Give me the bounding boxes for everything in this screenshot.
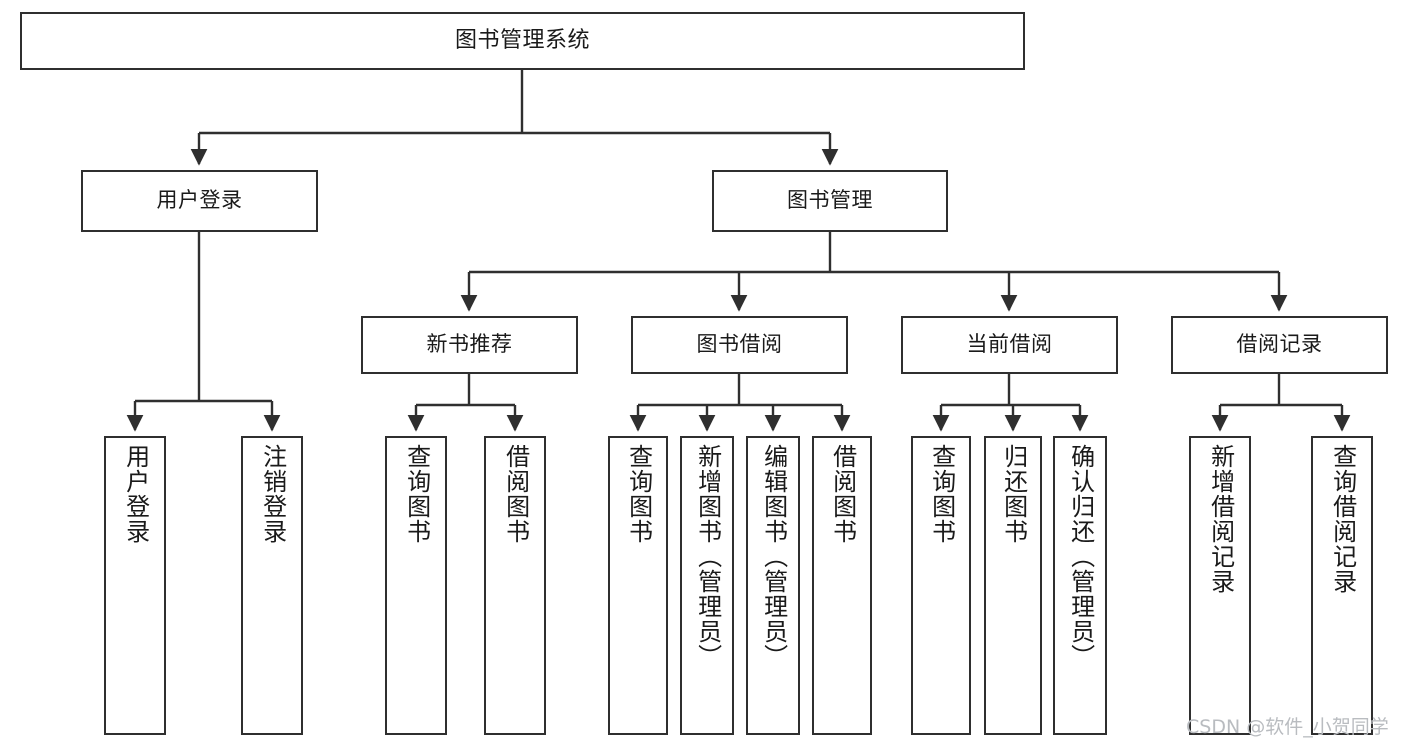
node-leaf-label: 查询图书: [402, 444, 431, 544]
node-leaf-label: 新增借阅记录: [1206, 444, 1235, 594]
node-leaf-query-book-newbook[interactable]: 查询图书: [385, 436, 447, 735]
node-leaf-label: 查询图书: [927, 444, 956, 544]
node-leaf-add-book-admin[interactable]: 新增图书（管理员）: [680, 436, 734, 735]
node-leaf-label: 新增图书（管理员）: [693, 444, 722, 669]
node-borrow-record-label: 借阅记录: [1236, 332, 1323, 357]
node-leaf-borrow-book-borrow[interactable]: 借阅图书: [812, 436, 872, 735]
node-new-book-recommend[interactable]: 新书推荐: [361, 316, 578, 374]
node-user-login-label: 用户登录: [156, 188, 243, 213]
node-user-login[interactable]: 用户登录: [81, 170, 318, 232]
node-leaf-label: 借阅图书: [501, 444, 530, 544]
node-leaf-query-book-borrow[interactable]: 查询图书: [608, 436, 668, 735]
node-leaf-label: 编辑图书（管理员）: [759, 444, 788, 669]
node-leaf-label: 注销登录: [258, 444, 287, 544]
node-leaf-return-book[interactable]: 归还图书: [984, 436, 1042, 735]
node-leaf-user-login[interactable]: 用户登录: [104, 436, 166, 735]
node-leaf-add-borrow-record[interactable]: 新增借阅记录: [1189, 436, 1251, 735]
node-leaf-label: 查询借阅记录: [1328, 444, 1357, 594]
node-root-label: 图书管理系统: [454, 27, 590, 53]
node-leaf-confirm-return-admin[interactable]: 确认归还（管理员）: [1053, 436, 1107, 735]
node-leaf-label: 借阅图书: [828, 444, 857, 544]
node-book-borrow[interactable]: 图书借阅: [631, 316, 848, 374]
node-leaf-borrow-book-newbook[interactable]: 借阅图书: [484, 436, 546, 735]
node-leaf-label: 查询图书: [624, 444, 653, 544]
node-root[interactable]: 图书管理系统: [20, 12, 1025, 70]
node-leaf-query-borrow-record[interactable]: 查询借阅记录: [1311, 436, 1373, 735]
node-leaf-logout[interactable]: 注销登录: [241, 436, 303, 735]
node-leaf-query-book-current[interactable]: 查询图书: [911, 436, 971, 735]
node-new-book-recommend-label: 新书推荐: [426, 332, 513, 357]
node-leaf-label: 确认归还（管理员）: [1066, 444, 1095, 669]
node-leaf-label: 归还图书: [999, 444, 1028, 544]
node-current-borrow[interactable]: 当前借阅: [901, 316, 1118, 374]
node-current-borrow-label: 当前借阅: [966, 332, 1053, 357]
node-borrow-record[interactable]: 借阅记录: [1171, 316, 1388, 374]
node-book-borrow-label: 图书借阅: [696, 332, 783, 357]
node-leaf-label: 用户登录: [121, 444, 150, 544]
node-book-management-label: 图书管理: [787, 188, 873, 213]
node-leaf-edit-book-admin[interactable]: 编辑图书（管理员）: [746, 436, 800, 735]
node-book-management[interactable]: 图书管理: [712, 170, 948, 232]
